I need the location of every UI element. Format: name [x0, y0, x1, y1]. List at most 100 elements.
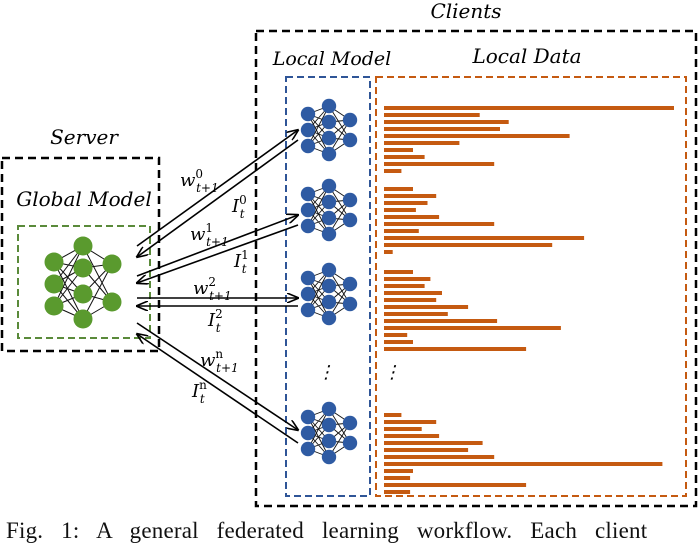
data-bar-client-2	[384, 284, 425, 288]
data-bar-client-2	[384, 291, 442, 295]
local-model-1-node	[342, 212, 358, 228]
ellipsis-local-data: ⋮	[383, 362, 401, 383]
data-bar-client-0	[384, 169, 402, 173]
local-model-3-node	[321, 401, 337, 417]
data-bar-client-2	[384, 347, 527, 351]
local-model-3-edge	[307, 408, 330, 450]
data-bar-client-3	[384, 448, 469, 452]
data-bar-client-3	[384, 476, 411, 480]
local-model-2-node	[321, 310, 337, 326]
global-model-node	[44, 296, 64, 316]
local-model-0-node	[342, 112, 358, 128]
data-bar-client-1	[384, 194, 437, 198]
data-bar-client-1	[384, 229, 419, 233]
local-data-bars	[384, 106, 674, 494]
data-bar-client-0	[384, 141, 460, 145]
global-model-node	[44, 274, 64, 294]
local-model-3-node	[300, 409, 316, 425]
data-bar-client-2	[384, 326, 561, 330]
global-model-edge	[82, 263, 113, 320]
local-model-2-node	[300, 286, 316, 302]
local-model-box	[285, 76, 371, 497]
data-bar-client-2	[384, 319, 498, 323]
clients-box	[254, 29, 698, 508]
data-bar-client-2	[384, 298, 437, 302]
data-bar-client-0	[384, 148, 413, 152]
data-bar-client-3	[384, 427, 422, 431]
local-data-box	[375, 76, 687, 497]
local-model-label: Local Model	[272, 48, 392, 70]
local-model-2-node	[321, 262, 337, 278]
global-model-node	[73, 258, 93, 278]
data-bar-client-2	[384, 270, 413, 274]
local-model-0-node	[321, 130, 337, 146]
local-model-1-node	[321, 178, 337, 194]
local-model-0-node	[300, 122, 316, 138]
local-model-3-node	[321, 433, 337, 449]
local-model-3-node	[342, 415, 358, 431]
data-bar-client-2	[384, 333, 408, 337]
global-model-network	[44, 236, 122, 329]
local-model-0-node	[321, 98, 337, 114]
data-bar-client-0	[384, 127, 500, 131]
global-model-node	[102, 254, 122, 274]
data-bar-client-0	[384, 120, 509, 124]
arrow-w0-out	[136, 130, 298, 247]
data-bar-client-2	[384, 340, 413, 344]
local-model-0-node	[321, 114, 337, 130]
data-bar-client-0	[384, 155, 425, 159]
local-data-label: Local Data	[471, 44, 581, 68]
data-bar-client-3	[384, 420, 437, 424]
arrow-wn-out	[136, 322, 298, 430]
local-model-1-edge	[307, 185, 330, 227]
clients-label: Clients	[430, 0, 501, 23]
global-model-node	[102, 292, 122, 312]
local-model-2-node	[321, 278, 337, 294]
local-model-3-node	[300, 425, 316, 441]
server-box	[0, 156, 161, 353]
arrow-i1-in	[137, 224, 299, 283]
data-bar-client-2	[384, 277, 431, 281]
data-bar-client-0	[384, 162, 495, 166]
data-bar-client-3	[384, 441, 483, 445]
global-model-node	[73, 236, 93, 256]
data-bar-client-3	[384, 413, 402, 417]
local-model-2-node	[342, 276, 358, 292]
data-bar-client-0	[384, 106, 674, 110]
local-model-2-node	[300, 270, 316, 286]
local-model-2-edge	[307, 269, 330, 311]
local-model-1-node	[300, 186, 316, 202]
data-bar-client-0	[384, 134, 570, 138]
global-model-edge	[82, 245, 113, 303]
local-model-1-node	[321, 226, 337, 242]
local-model-3-node	[321, 417, 337, 433]
data-bar-client-1	[384, 243, 553, 247]
data-bar-client-3	[384, 490, 411, 494]
data-bar-client-1	[384, 187, 413, 191]
data-bar-client-1	[384, 222, 495, 226]
local-model-0-node	[321, 146, 337, 162]
global-model-node	[73, 309, 93, 329]
local-model-3-node	[321, 449, 337, 465]
data-bar-client-2	[384, 305, 469, 309]
global-model-edge	[53, 245, 84, 307]
global-model-node	[44, 252, 64, 272]
local-model-0-edge	[307, 105, 330, 147]
local-model-1-node	[342, 192, 358, 208]
data-bar-client-3	[384, 469, 413, 473]
global-model-box	[17, 225, 151, 339]
data-bar-client-1	[384, 201, 428, 205]
global-model-edge	[53, 261, 84, 320]
communication-arrows	[136, 130, 299, 444]
data-bar-client-0	[384, 113, 480, 117]
data-bar-client-3	[384, 455, 495, 459]
local-model-1-node	[321, 194, 337, 210]
local-model-1-node	[300, 202, 316, 218]
